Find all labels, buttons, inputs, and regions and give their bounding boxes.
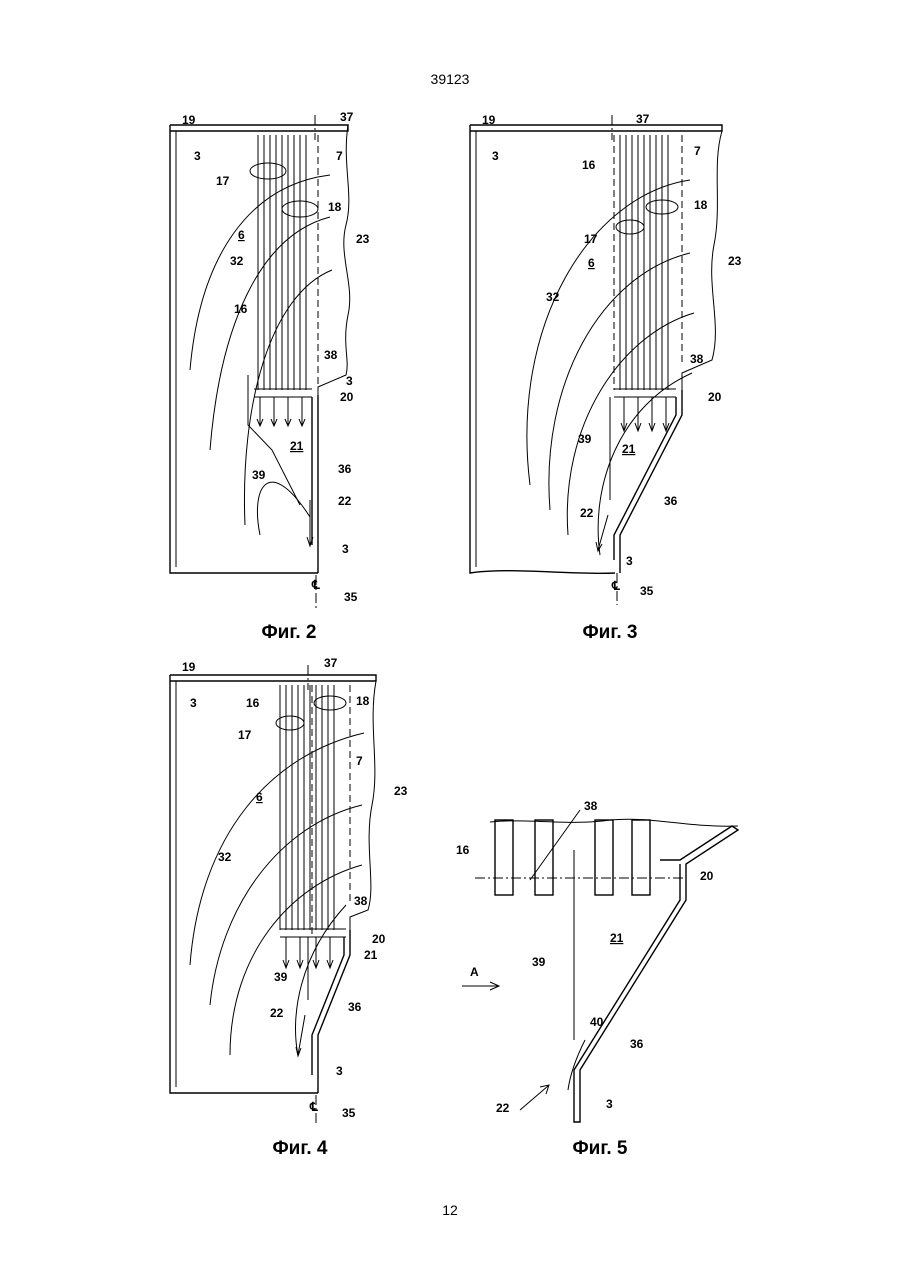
label-36: 36 (664, 494, 678, 508)
duct-wall-36 (312, 395, 318, 573)
break-line (490, 819, 738, 826)
label-20: 20 (340, 390, 354, 404)
label-3-bottom: 3 (336, 1064, 343, 1078)
tube-bank-16 (620, 135, 668, 390)
label-22: 22 (270, 1006, 284, 1020)
label-3-bottom: 3 (626, 554, 633, 568)
label-32: 32 (218, 850, 232, 864)
label-20: 20 (372, 932, 386, 946)
label-20: 20 (708, 390, 722, 404)
top-wall-19 (170, 125, 348, 131)
label-6: 6 (588, 256, 595, 270)
label-37: 37 (636, 112, 650, 126)
wavy-boundary-23 (350, 681, 376, 930)
label-35: 35 (344, 590, 358, 604)
outlet-arrows (257, 397, 305, 426)
ellipse-18 (314, 696, 346, 710)
outlet-grid-38 (254, 389, 312, 397)
label-centerline: ℄ (309, 1100, 318, 1114)
duct-wall-36 (312, 930, 350, 1093)
label-7: 7 (356, 754, 363, 768)
outlet-grid-38 (280, 929, 346, 937)
label-39: 39 (532, 955, 546, 969)
figure-2-drawing: 19 37 3 7 17 18 23 6 32 16 38 3 20 21 36… (150, 105, 380, 625)
label-18: 18 (328, 200, 342, 214)
figure-5-caption: Фиг. 5 (520, 1138, 680, 1160)
top-wall-19 (170, 675, 376, 681)
ellipse-17 (250, 163, 286, 179)
label-35: 35 (342, 1106, 356, 1120)
label-17: 17 (238, 728, 252, 742)
label-21: 21 (290, 439, 304, 453)
label-22: 22 (496, 1101, 510, 1115)
label-16: 16 (456, 843, 470, 857)
label-39: 39 (274, 970, 288, 984)
label-38: 38 (324, 348, 338, 362)
label-3: 3 (606, 1097, 613, 1111)
label-22: 22 (580, 506, 594, 520)
label-22: 22 (338, 494, 352, 508)
label-40: 40 (590, 1015, 604, 1029)
label-centerline: ℄ (611, 579, 620, 593)
page-footer-number: 12 (0, 1202, 900, 1218)
label-23: 23 (394, 784, 408, 798)
arrow-A (462, 982, 499, 990)
label-6: 6 (256, 790, 263, 804)
label-36: 36 (338, 462, 352, 476)
dashed-lines-7 (614, 135, 682, 390)
label-16: 16 (246, 696, 260, 710)
label-3-top: 3 (492, 149, 499, 163)
label-20: 20 (700, 869, 714, 883)
outlet-grid-38 (614, 389, 676, 397)
tube-bank-16 (258, 135, 306, 390)
top-wall-19 (470, 125, 722, 131)
label-19: 19 (182, 113, 196, 127)
label-3-bottom: 3 (342, 542, 349, 556)
label-7: 7 (694, 144, 701, 158)
figure-5-drawing: 38 16 20 21 A 39 40 36 22 3 (450, 790, 750, 1130)
label-37: 37 (340, 110, 354, 124)
label-17: 17 (216, 174, 230, 188)
label-6: 6 (238, 228, 245, 242)
label-32: 32 (230, 254, 244, 268)
label-36: 36 (630, 1037, 644, 1051)
label-19: 19 (182, 660, 196, 674)
label-18: 18 (694, 198, 708, 212)
label-16: 16 (234, 302, 248, 316)
label-38: 38 (354, 894, 368, 908)
label-39: 39 (252, 468, 266, 482)
label-18: 18 (356, 694, 370, 708)
label-32: 32 (546, 290, 560, 304)
label-23: 23 (728, 254, 742, 268)
arrow-22 (520, 1085, 549, 1110)
duct-wall-36 (574, 826, 738, 1122)
label-17: 17 (584, 232, 598, 246)
figure-4-caption: Фиг. 4 (220, 1138, 380, 1160)
page-header-number: 39123 (0, 71, 900, 87)
label-36: 36 (348, 1000, 362, 1014)
label-16: 16 (582, 158, 596, 172)
figure-3-drawing: 19 37 3 16 7 18 17 23 6 32 38 20 39 21 3… (450, 105, 730, 625)
tube-bank-16 (280, 685, 334, 930)
label-21: 21 (364, 948, 378, 962)
label-7: 7 (336, 149, 343, 163)
label-3-top: 3 (190, 696, 197, 710)
label-21: 21 (622, 442, 636, 456)
label-3-top: 3 (194, 149, 201, 163)
label-37: 37 (324, 656, 338, 670)
label-35: 35 (640, 584, 654, 598)
label-23: 23 (356, 232, 370, 246)
figure-4-drawing: 19 37 3 16 18 17 7 23 6 32 38 20 39 21 2… (150, 655, 380, 1125)
label-19: 19 (482, 113, 496, 127)
label-38: 38 (690, 352, 704, 366)
figure-3-caption: Фиг. 3 (530, 622, 690, 644)
label-39: 39 (578, 432, 592, 446)
label-21: 21 (610, 931, 624, 945)
label-3-mid: 3 (346, 374, 353, 388)
tube-bank-16 (495, 820, 650, 895)
label-A: A (470, 965, 479, 979)
label-38: 38 (584, 799, 598, 813)
figure-2-caption: Фиг. 2 (209, 622, 369, 644)
